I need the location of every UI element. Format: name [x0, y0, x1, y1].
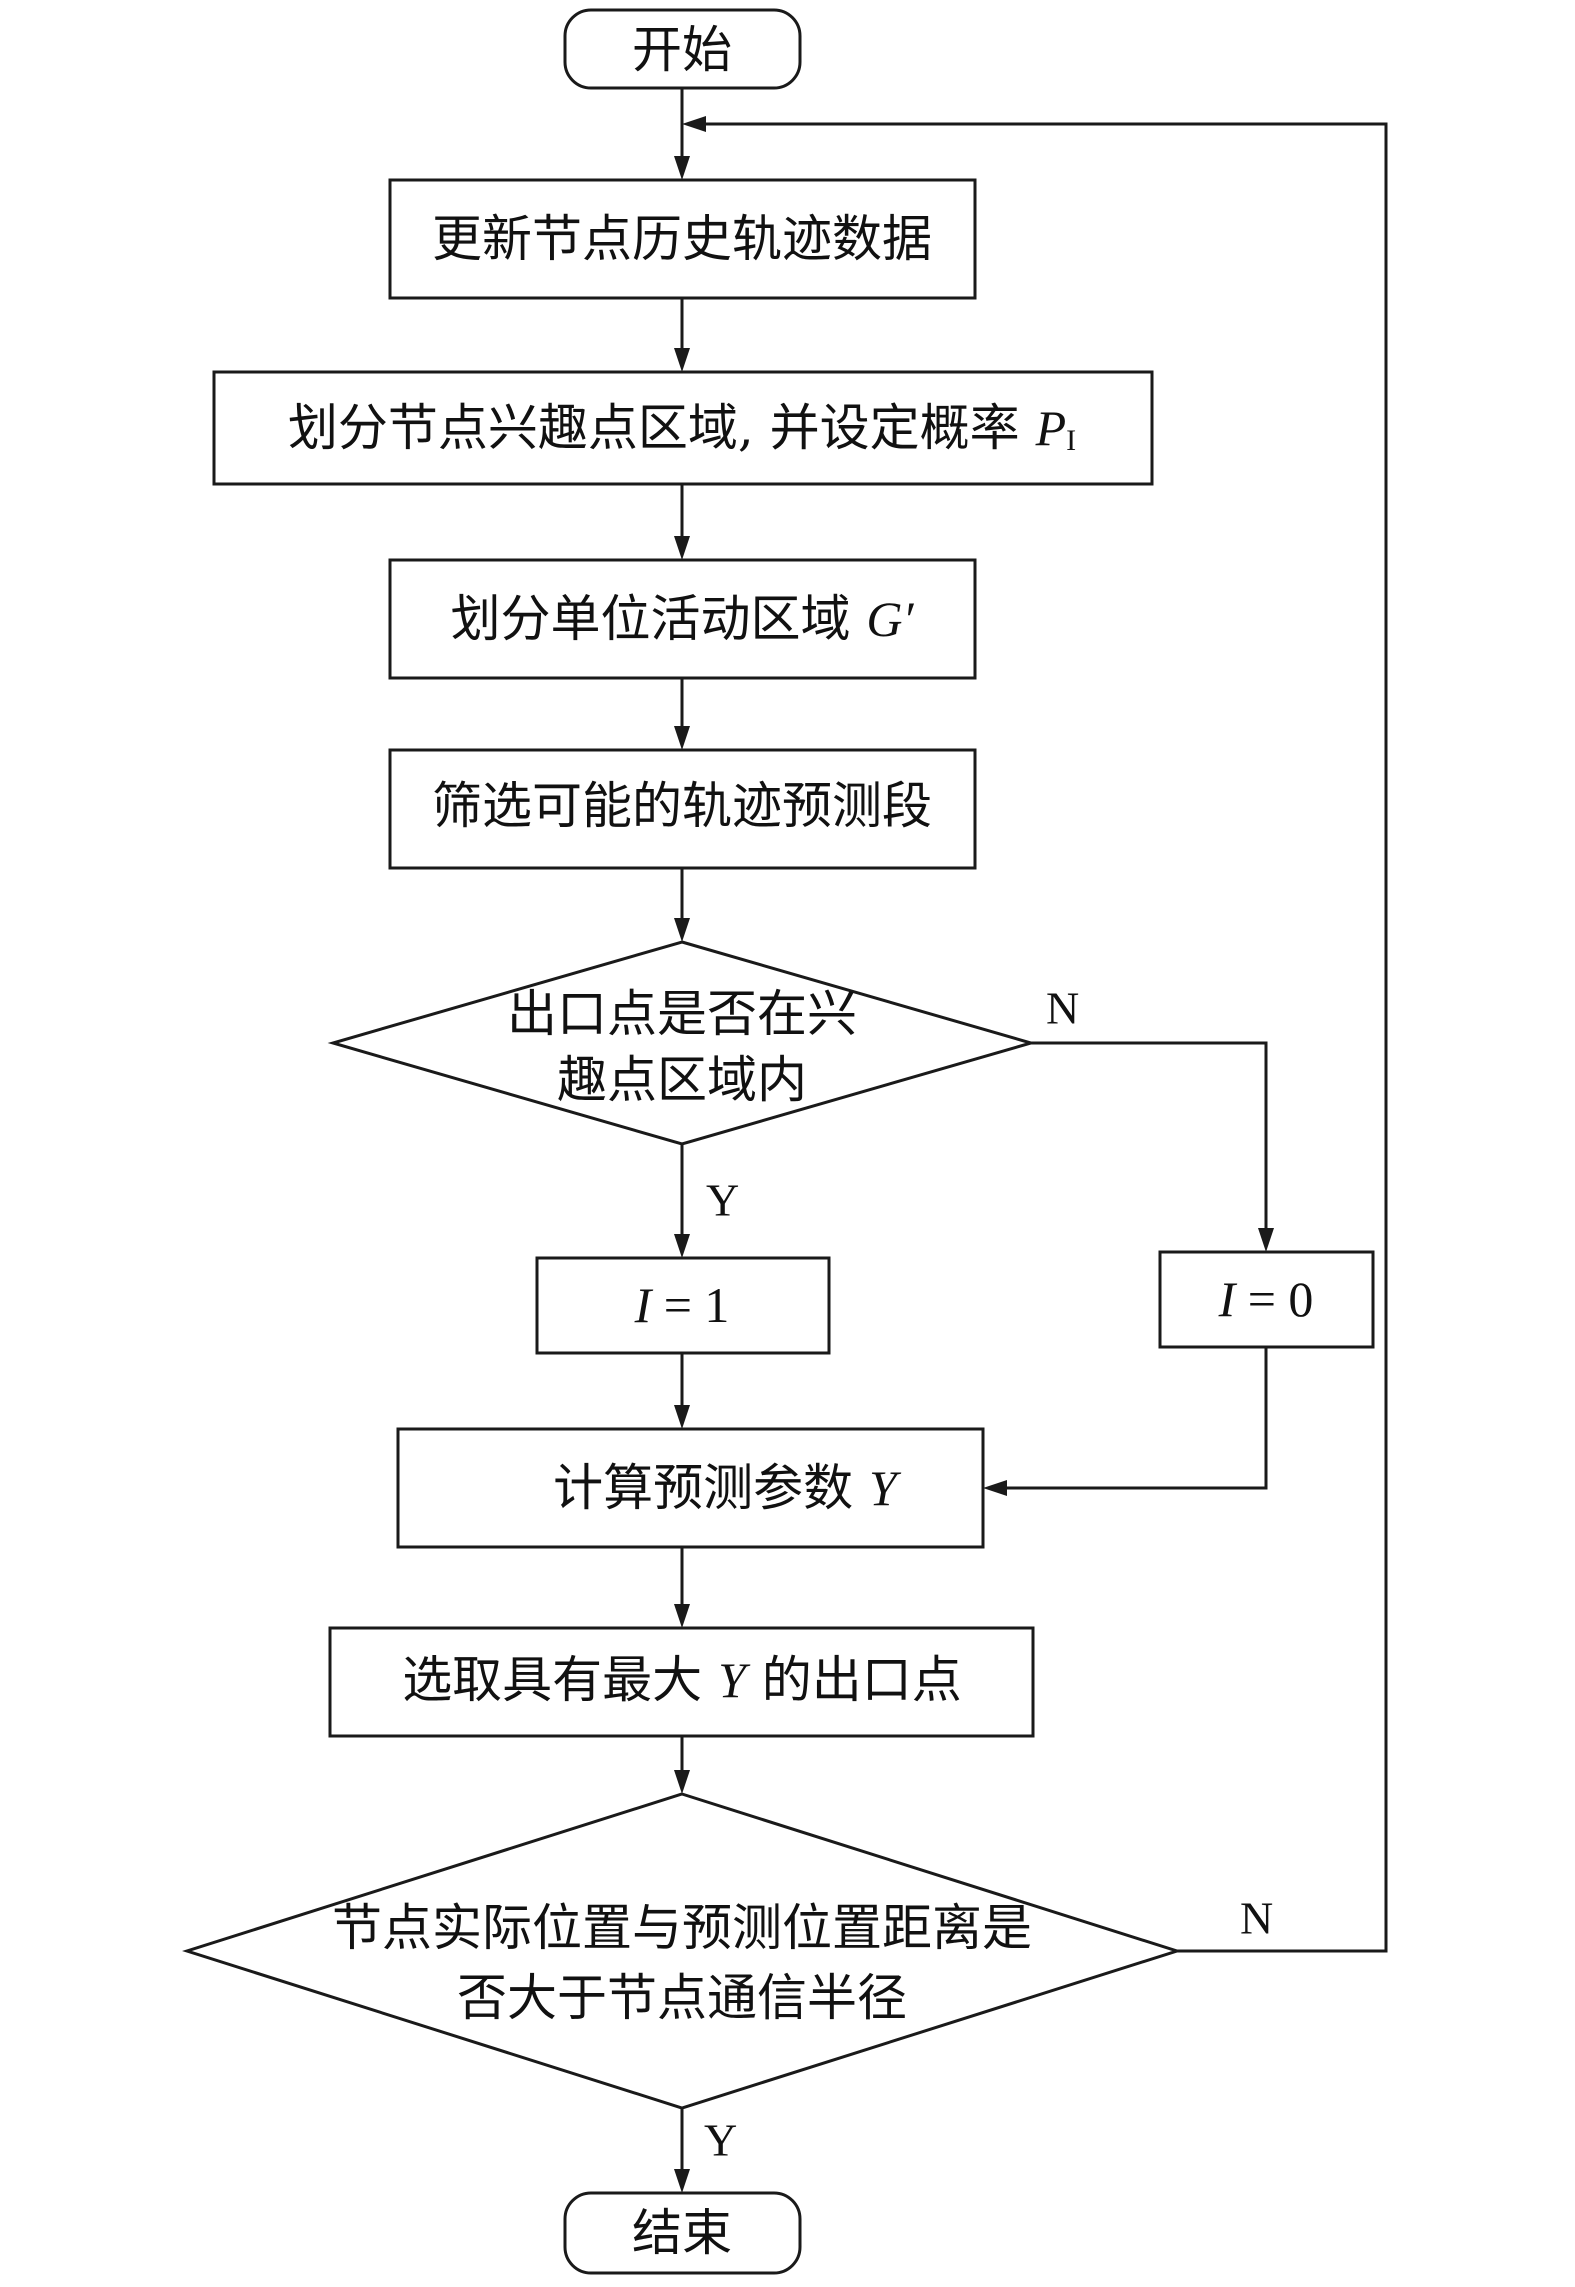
arrowhead-exit-no — [1258, 1228, 1274, 1252]
set-i-one-label: I = 1 — [634, 1277, 730, 1333]
connector-i-zero-compute — [1001, 1347, 1268, 1490]
exit-decision-line2: 趣点区域内 — [557, 1051, 807, 1109]
divide-unit-text: 划分单位活动区域 — [451, 590, 867, 648]
equals-one: = 1 — [651, 1277, 729, 1333]
divide-interest-text: 划分节点兴趣点区域, 并设定概率 — [288, 399, 1036, 457]
probability-symbol: P — [1035, 400, 1067, 456]
arrowhead-compute-select — [674, 1604, 690, 1628]
end-label: 结束 — [632, 2204, 732, 2262]
i-symbol-one: I — [634, 1277, 654, 1333]
divide-unit-area-label: 划分单位活动区域 G′ — [451, 590, 915, 648]
arrowhead-divide-unit — [674, 536, 690, 560]
update-history-label: 更新节点历史轨迹数据 — [432, 210, 932, 268]
select-max-pre: 选取具有最大 — [402, 1651, 718, 1709]
exit-yes-label: Y — [706, 1175, 739, 1226]
divide-interest-area-label: 划分节点兴趣点区域, 并设定概率 PI — [288, 399, 1076, 457]
arrowhead-filter-decision — [674, 918, 690, 942]
arrowhead-i-zero-compute — [983, 1480, 1007, 1496]
select-max-y-box — [328, 1626, 1035, 1738]
distance-decision-line1: 节点实际位置与预测位置距离是 — [332, 1899, 1032, 1957]
compute-y-label: 计算预测参数 Y — [553, 1459, 902, 1517]
equals-zero: = 0 — [1235, 1271, 1313, 1327]
update-history-box — [388, 178, 977, 300]
arrowhead-start-update — [674, 156, 690, 180]
select-max-post: 的出口点 — [746, 1651, 962, 1709]
arrowhead-select-decision — [674, 1770, 690, 1794]
end-terminal — [563, 2191, 802, 2275]
distance-decision-line2: 否大于节点通信半径 — [457, 1969, 907, 2027]
compute-y-text: 计算预测参数 — [553, 1459, 869, 1517]
distance-no-label: N — [1240, 1893, 1273, 1944]
arrowhead-i-one-compute — [674, 1405, 690, 1429]
start-label: 开始 — [632, 21, 732, 79]
arrowhead-exit-yes — [674, 1234, 690, 1258]
select-max-y-label: 选取具有最大 Y 的出口点 — [402, 1651, 962, 1709]
arrowhead-distance-no-loop — [682, 116, 706, 132]
arrowhead-update-divide — [674, 348, 690, 372]
filter-segments-label: 筛选可能的轨迹预测段 — [432, 777, 932, 835]
y-symbol-compute: Y — [869, 1460, 902, 1516]
connector-distance-no-loop — [700, 122, 1388, 1953]
arrowhead-distance-yes — [674, 2169, 690, 2193]
divide-unit-area-box — [388, 558, 977, 680]
divide-interest-area-box — [212, 370, 1154, 486]
compute-y-box — [396, 1427, 985, 1549]
i-symbol-zero: I — [1218, 1271, 1238, 1327]
exit-no-label: N — [1046, 983, 1079, 1034]
exit-decision-line1: 出口点是否在兴 — [507, 985, 857, 1043]
set-i-zero-label: I = 0 — [1218, 1271, 1314, 1327]
probability-subscript: I — [1066, 424, 1076, 457]
y-symbol-select: Y — [718, 1652, 751, 1708]
connector-exit-no — [1031, 1041, 1268, 1234]
arrowhead-unit-filter — [674, 726, 690, 750]
distance-yes-label: Y — [704, 2115, 737, 2166]
unit-area-symbol: G′ — [866, 591, 914, 647]
exit-in-interest-decision — [327, 940, 1037, 1146]
